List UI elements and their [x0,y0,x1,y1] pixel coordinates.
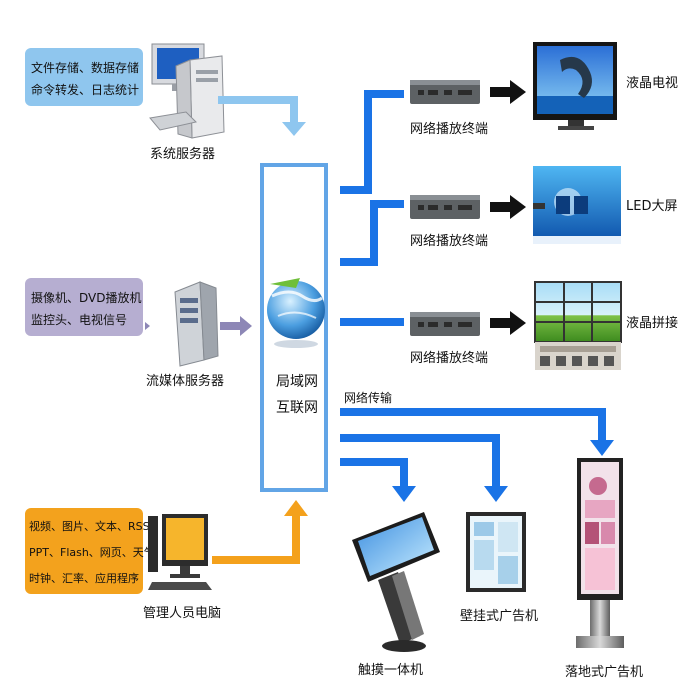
player-label-2: 网络播放终端 [410,233,488,249]
player-label-1: 网络播放终端 [410,121,488,137]
system-info-line-2: 命令转发、日志统计 [31,82,139,97]
lcd-splice-label: 液晶拼接 [626,315,678,331]
system-server-label: 系统服务器 [150,146,215,162]
system-info-box: 文件存储、数据存储 命令转发、日志统计 [25,48,143,106]
admin-pc-label: 管理人员电脑 [143,606,221,621]
wall-ad-label: 壁挂式广告机 [460,609,538,624]
admin-to-hub-arrow [212,500,308,564]
admin-pc-icon [148,514,212,590]
admin-info-line-3: 时钟、汇率、应用程序 [29,571,139,585]
media-arrows [145,316,252,336]
admin-info-bg [25,508,143,594]
touch-kiosk-icon [352,512,440,652]
player-box-3 [410,312,480,336]
media-info-line-1: 摄像机、DVD播放机 [31,290,141,305]
system-to-hub-arrow [218,96,306,136]
hub-label-lan: 局域网 [276,374,318,390]
player-box-2 [410,195,480,219]
led-screen-label: LED大屏 [626,199,677,214]
system-info-line-1: 文件存储、数据存储 [31,60,139,75]
network-transfer-label: 网络传输 [344,390,392,405]
floor-ad-icon [576,458,624,648]
player-to-display-arrows [490,80,526,335]
touch-kiosk-label: 触摸一体机 [358,663,423,678]
media-info-box: 摄像机、DVD播放机 监控头、电视信号 [25,278,143,336]
wall-ad-icon [466,512,526,592]
hub-to-terminals-arrows [340,408,614,502]
lcd-tv-label: 液晶电视 [626,76,678,91]
media-server-label: 流媒体服务器 [146,373,224,389]
lcd-tv-icon [533,42,617,130]
system-server-icon [149,43,225,139]
media-info-bg [25,278,143,336]
media-info-line-2: 监控头、电视信号 [31,312,127,327]
floor-ad-label: 落地式广告机 [565,665,643,680]
led-screen-icon [533,166,621,244]
system-info-bg [25,48,143,106]
admin-info-line-1: 视频、图片、文本、RSS [29,519,150,533]
player-box-1 [410,80,480,104]
admin-info-line-2: PPT、Flash、网页、天气 [29,545,155,559]
hub-to-players-arrows [340,90,404,326]
admin-info-box: 视频、图片、文本、RSS PPT、Flash、网页、天气 时钟、汇率、应用程序 [25,508,155,594]
player-label-3: 网络播放终端 [410,350,488,366]
hub-label-internet: 互联网 [276,400,318,416]
media-server-icon [174,281,219,367]
lcd-splice-icon [534,281,622,370]
globe-icon [267,278,325,348]
